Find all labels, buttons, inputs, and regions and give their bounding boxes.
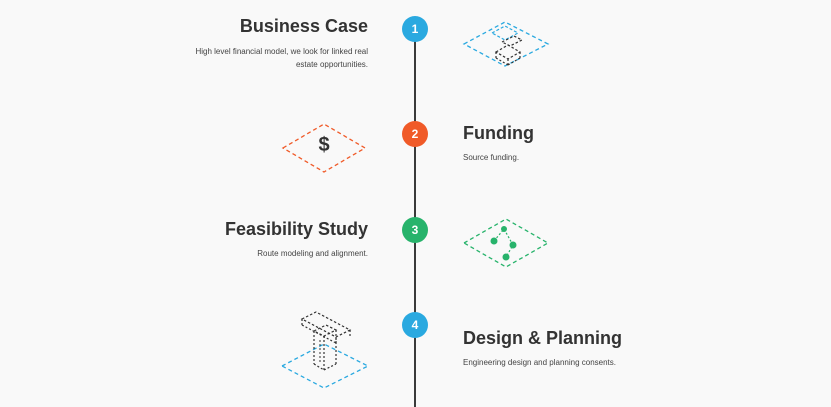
- step-1-number-badge: 1: [402, 16, 428, 42]
- route-nodes-icon: [462, 218, 550, 268]
- step-4-description: Engineering design and planning consents…: [463, 358, 617, 367]
- isometric-building-icon: [280, 311, 370, 389]
- step-2-description: Source funding.: [463, 153, 520, 162]
- step-4-title: Design & Planning: [463, 328, 623, 348]
- step-2-title: Funding: [463, 123, 534, 143]
- step-3-number-badge: 3: [402, 217, 428, 243]
- step-3-title: Feasibility Study: [224, 219, 368, 239]
- dollar-symbol: $: [318, 134, 330, 156]
- property-blocks-icon: [462, 21, 550, 67]
- step-1-description: High level financial model, we look for …: [195, 47, 368, 69]
- step-4-number-badge: 4: [402, 312, 428, 338]
- step-2-number-badge: 2: [402, 121, 428, 147]
- step-3-description: Route modeling and alignment.: [257, 249, 368, 258]
- dollar-diamond-icon: $: [281, 122, 367, 174]
- step-1-title: Business Case: [239, 16, 368, 36]
